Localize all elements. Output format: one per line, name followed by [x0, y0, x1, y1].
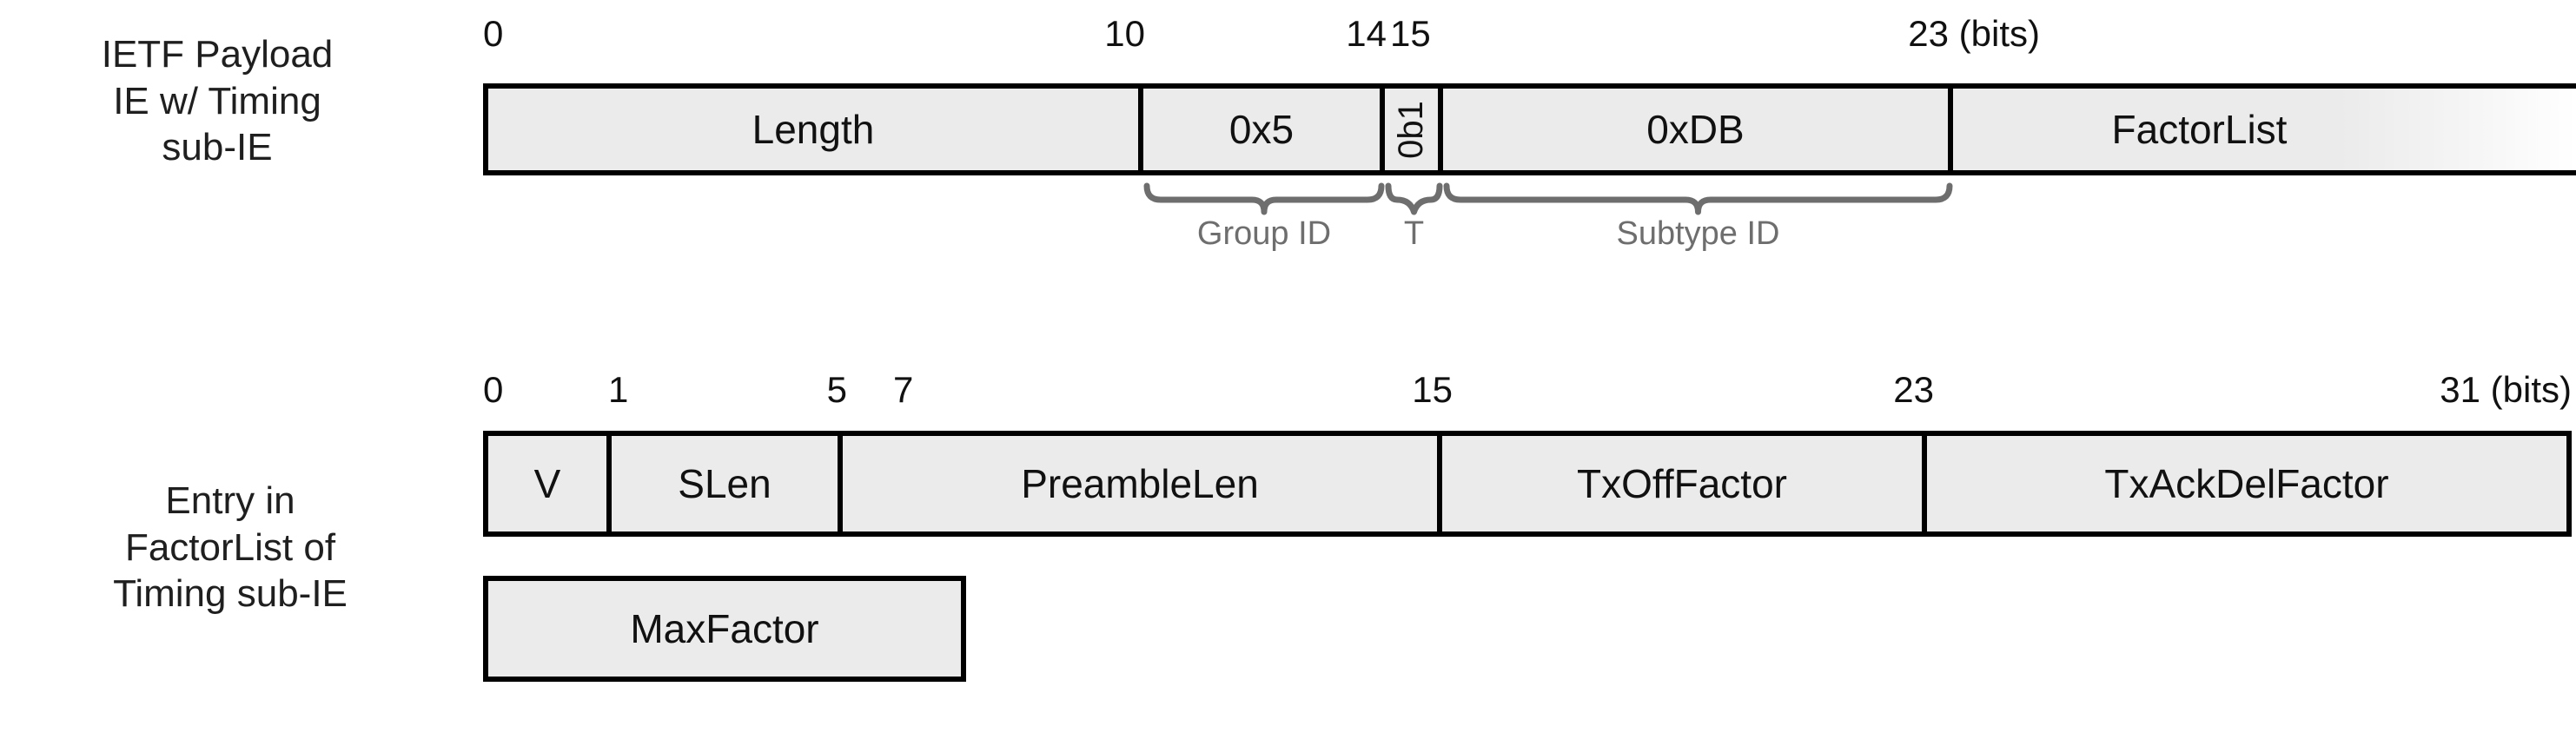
row2-field-slen: SLen: [612, 431, 843, 537]
row1-field-factorlist: FactorList: [1953, 83, 2576, 175]
row1-field-factorlist-label: FactorList: [2111, 107, 2288, 152]
row1-brace-subtype-id-label: Subtype ID: [1616, 215, 1780, 252]
row1-brace-group-id: [1143, 181, 1385, 215]
row2-tick-7: 7: [893, 369, 914, 410]
row2-field-txofffactor: TxOffFactor: [1442, 431, 1927, 537]
row2-tick-0: 0: [483, 369, 504, 410]
row1-field-subtype-id: 0xDB: [1443, 83, 1953, 175]
row2-field-maxfactor-label: MaxFactor: [630, 606, 819, 651]
row1-brace-subtype-id: [1443, 181, 1953, 215]
row2-side-label-line-3: Timing sub-IE: [113, 572, 348, 616]
row2-side-label: Entry in FactorList of Timing sub-IE: [0, 478, 460, 617]
row2-tick-31: 31 (bits): [2440, 369, 2572, 410]
row2-tick-23: 23: [1893, 369, 1934, 410]
row1-field-t-bit-label: 0b1: [1392, 100, 1430, 159]
row1-side-label: IETF Payload IE w/ Timing sub-IE: [0, 31, 434, 171]
row2-tick-5: 5: [826, 369, 847, 410]
row2-field-txackdelfactor: TxAckDelFactor: [1927, 431, 2572, 537]
row2-field-preamblelen-label: PreambleLen: [1021, 461, 1259, 506]
row1-tick-10: 10: [1104, 13, 1145, 54]
row2-field-txofffactor-label: TxOffFactor: [1577, 461, 1787, 506]
row1-side-label-line-3: sub-IE: [162, 126, 273, 169]
row1-field-group-id: 0x5: [1143, 83, 1385, 175]
row1-tick-14: 14: [1346, 13, 1387, 54]
row1-side-label-line-2: IE w/ Timing: [113, 79, 321, 122]
row1-tick-15: 15: [1390, 13, 1431, 54]
row2-field-slen-label: SLen: [678, 461, 771, 506]
row1-brace-t: [1385, 181, 1443, 215]
row1-side-label-line-1: IETF Payload: [101, 33, 334, 76]
row1-field-length: Length: [483, 83, 1143, 175]
row2-side-label-line-1: Entry in: [165, 479, 295, 522]
row1-field-group-id-label: 0x5: [1228, 107, 1295, 152]
row1-tick-23: 23 (bits): [1908, 13, 2040, 54]
row2-field-txackdelfactor-label: TxAckDelFactor: [2104, 461, 2389, 506]
row1-brace-group-id-label: Group ID: [1196, 215, 1332, 252]
row2-field-v-label: V: [533, 461, 561, 506]
row2-field-preamblelen: PreambleLen: [843, 431, 1442, 537]
row2-tick-15: 15: [1412, 369, 1453, 410]
row1-field-length-label: Length: [752, 107, 875, 152]
row2-field-v: V: [483, 431, 612, 537]
row1-field-subtype-id-label: 0xDB: [1646, 107, 1745, 152]
row2-side-label-line-2: FactorList of: [124, 525, 336, 569]
row2-field-maxfactor: MaxFactor: [483, 576, 966, 682]
row1-field-t-bit: 0b1: [1385, 83, 1443, 175]
row1-tick-0: 0: [483, 13, 504, 54]
row2-tick-1: 1: [608, 369, 629, 410]
row1-brace-t-label: T: [1403, 215, 1425, 252]
